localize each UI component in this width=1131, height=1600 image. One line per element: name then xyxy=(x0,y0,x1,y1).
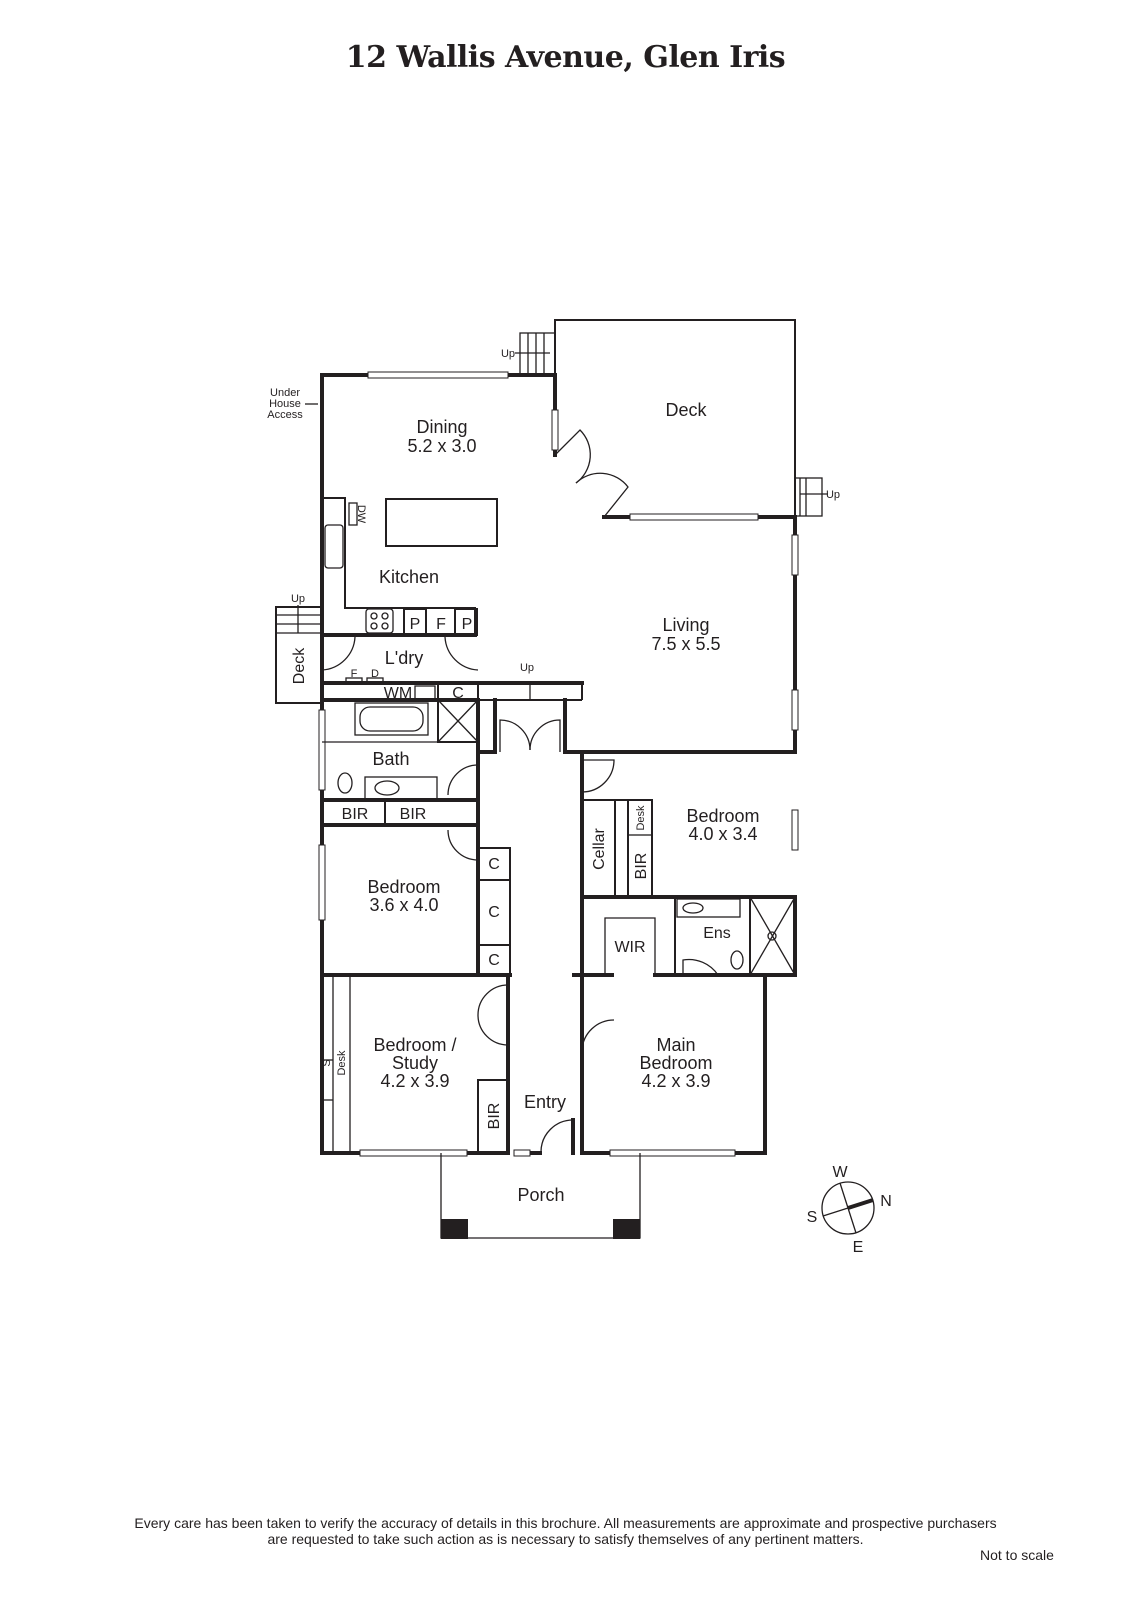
room-label-laundry: L'dry xyxy=(385,648,423,668)
kitchen-fixtures xyxy=(322,497,498,636)
room-label-kitchen: Kitchen xyxy=(379,567,439,587)
cooktop-icon xyxy=(365,608,394,634)
bir-label: BIR xyxy=(633,853,650,880)
room-label-deck: Deck xyxy=(665,400,707,420)
pantry-label: P xyxy=(462,616,473,633)
room-label-porch: Porch xyxy=(517,1185,564,1205)
up-label: Up xyxy=(291,593,305,605)
freezer-label: F xyxy=(351,668,358,680)
shelf-label: S xyxy=(321,1059,333,1066)
room-label-bath: Bath xyxy=(372,749,409,769)
scale-note: Not to scale xyxy=(980,1547,1054,1563)
room-label-bedroom-study: Bedroom / xyxy=(373,1035,456,1055)
room-size-main-bedroom: 4.2 x 3.9 xyxy=(641,1071,710,1091)
pantry-label: P xyxy=(410,616,421,633)
page-title: 12 Wallis Avenue, Glen Iris xyxy=(345,40,786,75)
dryer-label: D xyxy=(371,668,379,680)
room-size-bedroom: 4.0 x 3.4 xyxy=(688,824,757,844)
closets xyxy=(477,847,511,976)
under-house-label: Access xyxy=(267,409,303,421)
kitchen-island xyxy=(385,498,498,547)
up-label: Up xyxy=(501,348,515,360)
bath-fixtures xyxy=(322,699,479,825)
room-label-entry: Entry xyxy=(524,1092,566,1112)
under-house-label: House xyxy=(269,398,301,410)
under-house-label: Under xyxy=(270,387,300,399)
compass-east: E xyxy=(853,1239,864,1256)
room-label-bedroom: Bedroom xyxy=(686,806,759,826)
room-label-dining: Dining xyxy=(416,417,467,437)
room-label-bedroom: Bedroom xyxy=(367,877,440,897)
sink-icon xyxy=(324,524,344,569)
up-label: Up xyxy=(826,489,840,501)
bathtub-icon xyxy=(359,706,424,732)
room-size-bedroom-study: 4.2 x 3.9 xyxy=(380,1071,449,1091)
disclaimer: Every care has been taken to verify the … xyxy=(0,1515,1131,1547)
doors xyxy=(321,429,719,1153)
wir-label: WIR xyxy=(614,939,645,956)
disclaimer-line: Every care has been taken to verify the … xyxy=(134,1515,997,1531)
closet-label: C xyxy=(488,952,500,969)
porch xyxy=(440,1153,641,1239)
up-label: Up xyxy=(520,662,534,674)
toilet-icon xyxy=(730,950,744,970)
disclaimer-line: are requested to take such action as is … xyxy=(267,1531,864,1547)
compass-south: S xyxy=(807,1209,818,1226)
washing-machine-label: WM xyxy=(384,685,412,702)
toilet-icon xyxy=(337,772,353,794)
compass-north: N xyxy=(880,1193,892,1210)
study-fixtures xyxy=(322,975,509,1154)
closet-label: C xyxy=(452,685,464,702)
desk-label: Desk xyxy=(336,1050,348,1076)
room-label-side-deck: Deck xyxy=(291,647,308,684)
compass-icon xyxy=(821,1181,875,1235)
room-label-bedroom-study: Study xyxy=(392,1053,438,1073)
compass-west: W xyxy=(832,1164,848,1181)
closet-label: C xyxy=(488,904,500,921)
basin-icon xyxy=(374,780,400,796)
fridge-label: F xyxy=(436,616,446,633)
bir-label: BIR xyxy=(342,806,369,823)
room-size-dining: 5.2 x 3.0 xyxy=(407,436,476,456)
room-label-main-bedroom: Main xyxy=(656,1035,695,1055)
room-label-main-bedroom: Bedroom xyxy=(639,1053,712,1073)
room-label-ensuite: Ens xyxy=(703,925,731,942)
cellar-label: Cellar xyxy=(591,827,608,869)
room-size-bedroom: 3.6 x 4.0 xyxy=(369,895,438,915)
dishwasher-label: DW xyxy=(355,505,367,524)
desk-label: Desk xyxy=(635,805,647,831)
bir-label: BIR xyxy=(400,806,427,823)
closet-label: C xyxy=(488,856,500,873)
room-size-living: 7.5 x 5.5 xyxy=(651,634,720,654)
ensuite-fixtures xyxy=(604,896,796,976)
room-label-living: Living xyxy=(662,615,709,635)
bedroom3-fixtures xyxy=(582,799,653,897)
bir-label: BIR xyxy=(486,1103,503,1130)
